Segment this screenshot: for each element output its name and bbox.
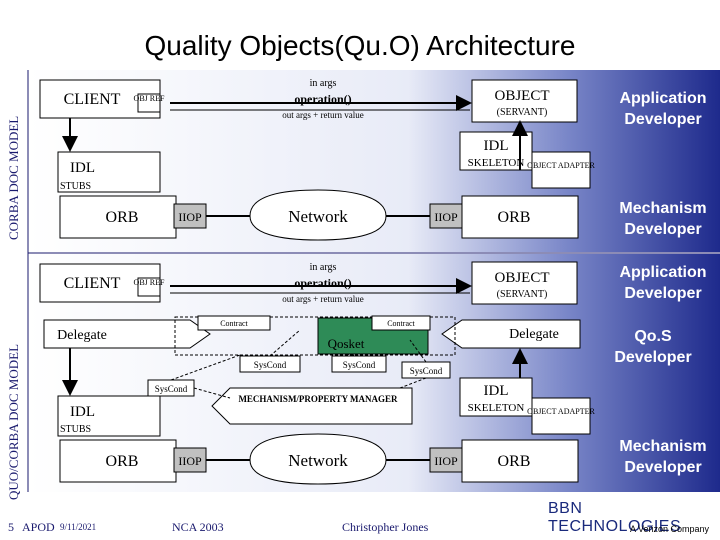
top-skeleton-box: IDL SKELETON [459, 131, 533, 171]
top-network-cloud: Network [249, 189, 387, 241]
svg-text:OBJECT: OBJECT [494, 270, 549, 286]
svg-text:IDL: IDL [70, 160, 95, 176]
delegate-left: Delegate [43, 319, 211, 349]
mechanism-property-manager: MECHANISM/PROPERTY MANAGER [211, 387, 413, 425]
brand-name: BBN TECHNOLOGIES [548, 500, 682, 535]
svg-text:OBJECT ADAPTER: OBJECT ADAPTER [527, 407, 595, 416]
page-title: Quality Objects(Qu.O) Architecture [144, 30, 576, 61]
svg-text:IIOP: IIOP [178, 210, 202, 224]
top-object-adapter: OBJECT ADAPTER [527, 151, 595, 189]
svg-text:IDL: IDL [484, 138, 509, 154]
svg-text:IDL: IDL [484, 383, 509, 399]
footer-author: Christopher Jones [342, 520, 429, 534]
syscond-3: SysCond [401, 361, 451, 379]
brand-tagline: A Verizon Company [630, 524, 710, 534]
top-orb-right: ORB [461, 195, 579, 239]
svg-text:ORB: ORB [106, 453, 139, 470]
svg-text:Qosket: Qosket [328, 336, 365, 351]
svg-text:SysCond: SysCond [155, 384, 188, 394]
footer-date: 9/11/2021 [60, 522, 97, 532]
svg-text:Network: Network [288, 451, 348, 470]
svg-text:OBJ REF: OBJ REF [134, 278, 165, 287]
svg-text:IIOP: IIOP [434, 454, 458, 468]
delegate-right: Delegate [441, 319, 581, 349]
bottom-client-box: CLIENT OBJ REF [39, 263, 165, 303]
top-client-label: CLIENT [64, 91, 121, 108]
top-iiop-left: IIOP [173, 203, 207, 229]
footer-event: NCA 2003 [172, 520, 224, 534]
contract-right: Contract [371, 315, 431, 331]
svg-text:CLIENT: CLIENT [64, 275, 121, 292]
svg-text:(SERVANT): (SERVANT) [497, 289, 548, 300]
svg-text:SysCond: SysCond [254, 360, 287, 370]
top-object-label: OBJECT [494, 88, 549, 104]
top-in-args: in args [310, 78, 337, 89]
svg-text:OBJ REF: OBJ REF [134, 94, 165, 103]
svg-text:out args + return value: out args + return value [282, 294, 363, 304]
bottom-object-box: OBJECT (SERVANT) [471, 261, 578, 305]
bottom-skeleton-box: IDL SKELETON [459, 377, 533, 417]
svg-text:Delegate: Delegate [509, 327, 559, 342]
svg-text:ORB: ORB [498, 453, 531, 470]
svg-text:STUBS: STUBS [60, 181, 91, 192]
top-objref-label: OBJ REF [134, 94, 165, 103]
syscond-2: SysCond [331, 355, 387, 373]
bottom-network-cloud: Network [249, 433, 387, 485]
svg-text:ORB: ORB [106, 209, 139, 226]
footer-page-number: 5 [8, 520, 14, 534]
svg-text:operation(): operation() [294, 276, 351, 290]
svg-text:Delegate: Delegate [57, 328, 107, 343]
contract-left: Contract [197, 315, 271, 331]
svg-text:OBJECT ADAPTER: OBJECT ADAPTER [527, 161, 595, 170]
svg-text:ORB: ORB [498, 209, 531, 226]
role-application-developer-2: Application Developer [619, 264, 707, 302]
top-operation: operation() [294, 92, 351, 106]
bottom-iiop-right: IIOP [429, 447, 463, 473]
svg-text:SysCond: SysCond [410, 366, 443, 376]
bottom-stubs-box: IDL STUBS [57, 395, 161, 437]
role-application-developer-1: Application Developer [619, 90, 707, 128]
bottom-object-adapter: OBJECT ADAPTER [527, 397, 595, 435]
syscond-1: SysCond [239, 355, 301, 373]
top-iiop-right: IIOP [429, 203, 463, 229]
top-out-args: out args + return value [282, 110, 363, 120]
top-orb-left: ORB [59, 195, 177, 239]
bottom-orb-right: ORB [461, 439, 579, 483]
top-stubs-box: IDL STUBS [57, 151, 161, 193]
role-qos-developer: Qo.S Developer [614, 328, 692, 366]
svg-text:Contract: Contract [220, 319, 248, 328]
svg-text:IDL: IDL [70, 404, 95, 420]
top-servant-label: (SERVANT) [497, 107, 548, 118]
svg-text:MECHANISM/PROPERTY MANAGER: MECHANISM/PROPERTY MANAGER [238, 394, 398, 404]
svg-text:Network: Network [288, 207, 348, 226]
svg-text:SysCond: SysCond [343, 360, 376, 370]
top-object-box: OBJECT (SERVANT) [471, 79, 578, 123]
qosket-connectors [170, 329, 427, 399]
top-client-box: CLIENT OBJ REF [39, 79, 165, 119]
footer-apod: APOD [22, 520, 55, 534]
role-mechanism-developer-2: Mechanism Developer [619, 438, 707, 476]
svg-text:IIOP: IIOP [434, 210, 458, 224]
svg-text:SKELETON: SKELETON [468, 157, 525, 169]
bottom-iiop-left: IIOP [173, 447, 207, 473]
bottom-orb-left: ORB [59, 439, 177, 483]
svg-text:IIOP: IIOP [178, 454, 202, 468]
svg-text:STUBS: STUBS [60, 424, 91, 435]
syscond-4: SysCond [147, 379, 195, 397]
svg-text:Contract: Contract [387, 319, 415, 328]
role-mechanism-developer-1: Mechanism Developer [619, 200, 707, 238]
svg-text:SKELETON: SKELETON [468, 402, 525, 414]
svg-text:in args: in args [310, 262, 337, 273]
